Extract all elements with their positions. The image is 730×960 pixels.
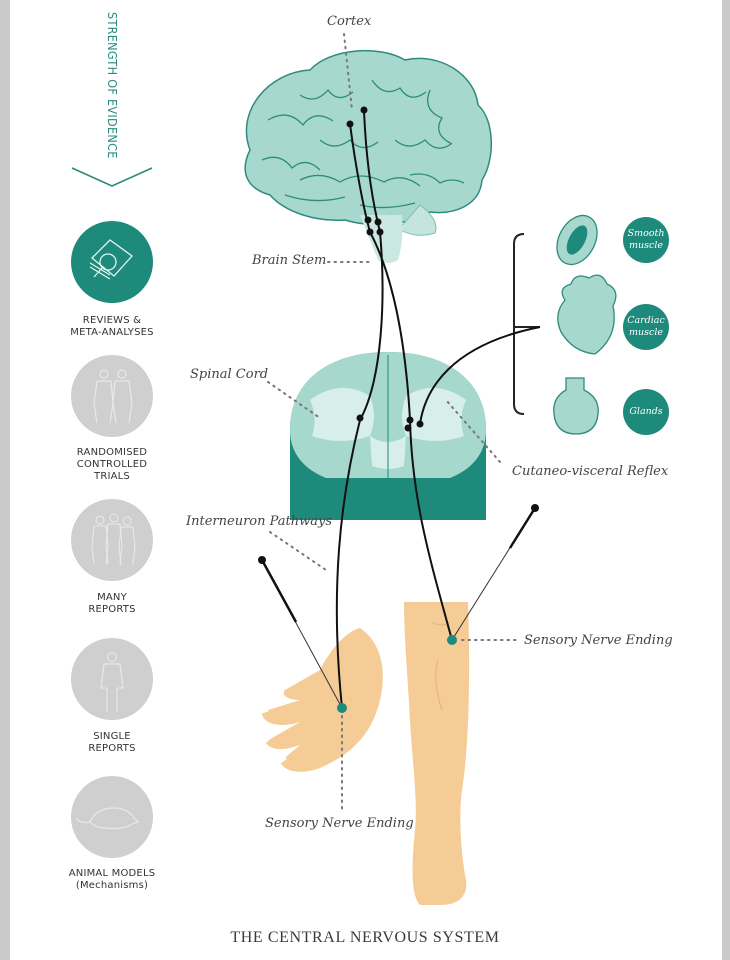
- nerve-path-leg: [349, 123, 453, 641]
- organ-circle-cardiac: [623, 304, 669, 350]
- label-line: RANDOMISED: [76, 447, 148, 458]
- organ-line: Smooth: [627, 228, 665, 239]
- label-line: TRIALS: [94, 471, 130, 482]
- heart-icon: [557, 274, 617, 355]
- people-group-icon: [71, 355, 153, 437]
- organ-line: Glands: [629, 406, 663, 417]
- organ-line: muscle: [629, 327, 663, 338]
- label-line: MANY: [97, 592, 127, 603]
- organ-label-cardiac: Cardiac muscle: [622, 315, 670, 339]
- organ-line: muscle: [629, 240, 663, 251]
- needle-hand: [258, 556, 343, 709]
- label-line: (Mechanisms): [75, 880, 149, 891]
- leader-reflex: [445, 399, 501, 463]
- single-person-icon: [71, 638, 153, 720]
- organ-label-smooth: Smooth muscle: [622, 228, 670, 252]
- evidence-label-reviews: REVIEWS & META-ANALYSES: [52, 315, 172, 339]
- label-brain-stem: Brain Stem: [252, 253, 327, 268]
- spinal-cord-icon: [290, 352, 486, 520]
- label-line: SINGLE: [93, 731, 131, 742]
- organ-label-glands: Glands: [622, 406, 670, 418]
- organ-bracket: [513, 233, 540, 415]
- label-line: REPORTS: [88, 743, 136, 754]
- organ-line: Cardiac: [627, 315, 665, 326]
- label-line: META-ANALYSES: [70, 327, 154, 338]
- evidence-label-single: SINGLE REPORTS: [52, 731, 172, 755]
- sensory-point-hand: [337, 703, 347, 713]
- organ-circle-glands: [623, 389, 669, 435]
- label-spinal-cord: Spinal Cord: [190, 367, 269, 382]
- figure-caption: THE CENTRAL NERVOUS SYSTEM: [230, 929, 500, 946]
- evidence-label-many: MANY REPORTS: [52, 592, 172, 616]
- chevron-down-icon: [71, 167, 153, 187]
- needle-leg: [451, 504, 539, 641]
- evidence-label-rct: RANDOMISED CONTROLLED TRIALS: [52, 447, 172, 483]
- label-reflex: Cutaneo-visceral Reflex: [512, 464, 669, 479]
- hand-icon: [261, 628, 383, 772]
- evidence-title: STRENGTH OF EVIDENCE: [105, 12, 120, 159]
- leader-spinal: [267, 381, 321, 419]
- smooth-muscle-icon: [556, 214, 598, 266]
- label-line: ANIMAL MODELS: [68, 868, 156, 879]
- sensory-point-leg: [447, 635, 457, 645]
- gland-icon: [553, 377, 599, 435]
- rat-icon: [71, 776, 153, 858]
- magnifier-on-papers-icon: [71, 221, 153, 303]
- label-sensory-leg: Sensory Nerve Ending: [524, 633, 673, 648]
- organ-circle-smooth: [623, 217, 669, 263]
- label-line: CONTROLLED: [76, 459, 148, 470]
- crowd-icon: [71, 499, 153, 581]
- label-cortex: Cortex: [327, 14, 372, 29]
- nerve-path-hand: [335, 109, 384, 709]
- leader-cortex: [343, 33, 353, 111]
- label-line: REPORTS: [88, 604, 136, 615]
- leader-interneuron: [269, 531, 327, 571]
- reflex-path: [419, 326, 541, 425]
- label-line: REVIEWS &: [82, 315, 142, 326]
- label-interneuron: Interneuron Pathways: [186, 514, 333, 529]
- leg-icon: [404, 602, 470, 905]
- label-sensory-hand: Sensory Nerve Ending: [265, 816, 414, 831]
- evidence-label-animal: ANIMAL MODELS (Mechanisms): [52, 868, 172, 892]
